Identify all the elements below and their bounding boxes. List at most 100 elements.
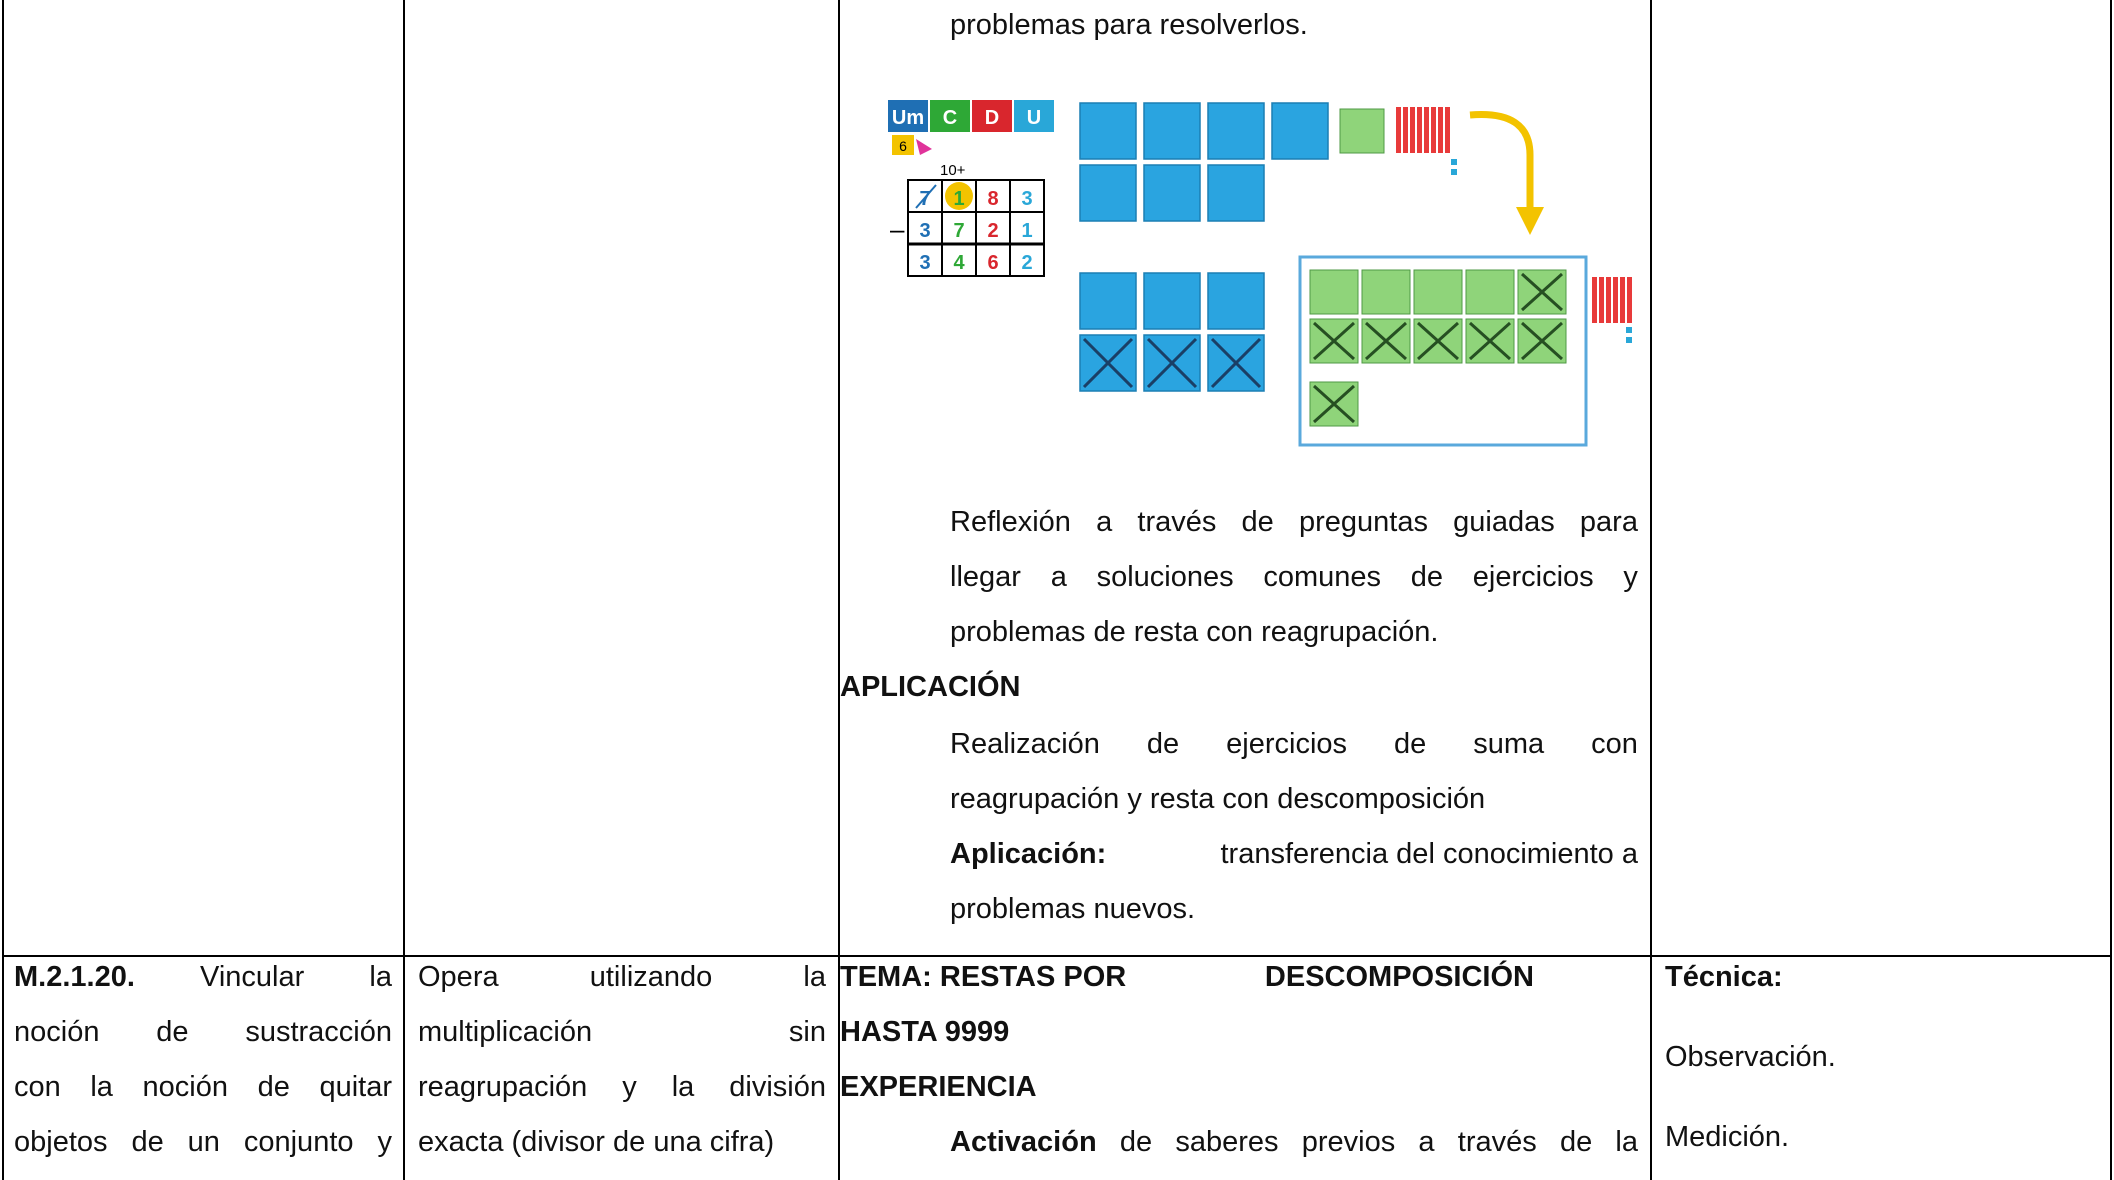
tecnica-medicion: Medición. [1665, 1121, 1790, 1153]
word: a [1096, 506, 1113, 538]
tecnica-label: Técnica: [1665, 961, 1783, 993]
word: través [1457, 1126, 1537, 1158]
grid-digit: 2 [987, 220, 998, 242]
minus-sign: – [890, 214, 905, 244]
word: con [1591, 728, 1638, 760]
word: través [1137, 506, 1217, 538]
word: ejercicios [1226, 728, 1348, 760]
word: noción [142, 1071, 228, 1103]
word: Realización [950, 728, 1100, 760]
word: conjunto [243, 1126, 354, 1158]
word: previos [1301, 1126, 1396, 1158]
text-line: problemas nuevos. [950, 893, 1196, 925]
grid-digit: 8 [987, 188, 998, 210]
word: de [1241, 506, 1274, 538]
word: sin [788, 1016, 826, 1048]
word: con [14, 1071, 61, 1103]
indicador-line-4: exacta (divisor de una cifra) [418, 1126, 775, 1158]
word: un [187, 1126, 220, 1158]
tema-line-1: TEMA: RESTAS POR DESCOMPOSICIÓN [840, 950, 1534, 1005]
word: guiadas [1453, 506, 1555, 538]
aplicacion-label: Aplicación: [950, 838, 1107, 870]
indicador-line-3: reagrupación y la división [418, 1060, 826, 1115]
word: soluciones [1096, 561, 1234, 593]
table-border-col1 [403, 0, 405, 1180]
grid-digit: 7 [919, 188, 930, 210]
table-row-divider [2, 955, 2112, 957]
grid-digit: 6 [987, 252, 998, 274]
tecnica-observacion: Observación. [1665, 1041, 1836, 1073]
aplicacion-text: transferencia del conocimiento a [1220, 838, 1638, 870]
word: saberes [1175, 1126, 1279, 1158]
text-line: Aplicación: transferencia del conocimien… [950, 827, 1638, 882]
grid-digit: 4 [953, 252, 965, 274]
destreza-line-1: M.2.1.20. Vincular la [14, 950, 392, 1005]
word: Vincular [200, 961, 305, 993]
text-line: problemas para resolverlos. [950, 9, 1308, 41]
word: de [1410, 561, 1444, 593]
word: para [1579, 506, 1638, 538]
word: noción [14, 1016, 100, 1048]
word: y [1623, 561, 1638, 593]
grid-digit: 3 [1021, 188, 1032, 210]
table-border-col3 [1650, 0, 1652, 1180]
word: la [1615, 1126, 1638, 1158]
destreza-line-2: noción de sustracción [14, 1005, 392, 1060]
section-heading-experiencia: EXPERIENCIA [840, 1071, 1037, 1103]
word: la [671, 1071, 695, 1103]
activacion-line: Activación de saberes previos a través d… [950, 1115, 1638, 1170]
text-line: problemas de resta con reagrupación. [950, 616, 1439, 648]
carry-label: 10+ [940, 162, 966, 179]
word: división [729, 1071, 826, 1103]
tema-line-2: HASTA 9999 [840, 1016, 1010, 1048]
word: quitar [319, 1071, 392, 1103]
word: de [131, 1126, 164, 1158]
word: DESCOMPOSICIÓN [1264, 961, 1534, 993]
word: de [156, 1016, 189, 1048]
word: ejercicios [1472, 561, 1594, 593]
word: de [1394, 728, 1427, 760]
destreza-code: M.2.1.20. [14, 961, 135, 993]
word: suma [1473, 728, 1545, 760]
header-u: U [1027, 107, 1041, 129]
word: de [1119, 1126, 1153, 1158]
activacion-label: Activación [950, 1126, 1097, 1158]
word: de [1559, 1126, 1593, 1158]
word: Reflexión [950, 506, 1071, 538]
word: preguntas [1298, 506, 1428, 538]
word: de [257, 1071, 290, 1103]
header-um: Um [892, 107, 924, 129]
word: utilizando [589, 961, 713, 993]
borrow-label: 6 [899, 138, 907, 154]
table-border-left [2, 0, 4, 1180]
word: a [1050, 561, 1067, 593]
word: llegar [950, 561, 1021, 593]
word: sustracción [245, 1016, 392, 1048]
word: objetos [14, 1126, 108, 1158]
indicador-line-1: Opera utilizando la [418, 950, 826, 1005]
word: TEMA: RESTAS POR [840, 961, 1127, 993]
word: multiplicación [418, 1016, 593, 1048]
table-border-right [2110, 0, 2112, 1180]
header-d: D [985, 107, 999, 129]
text-line: reagrupación y resta con descomposición [950, 783, 1486, 815]
header-c: C [943, 107, 957, 129]
word: y [377, 1126, 392, 1158]
grid-digit: 7 [953, 220, 964, 242]
grid-digit: 1 [1021, 220, 1032, 242]
word: comunes [1263, 561, 1382, 593]
word: la [369, 961, 392, 993]
word: la [803, 961, 826, 993]
word: reagrupación [418, 1071, 588, 1103]
section-heading-aplicacion: APLICACIÓN [840, 671, 1021, 703]
indicador-line-2: multiplicación sin [418, 1005, 826, 1060]
word: y [622, 1071, 637, 1103]
word: Opera [418, 961, 499, 993]
